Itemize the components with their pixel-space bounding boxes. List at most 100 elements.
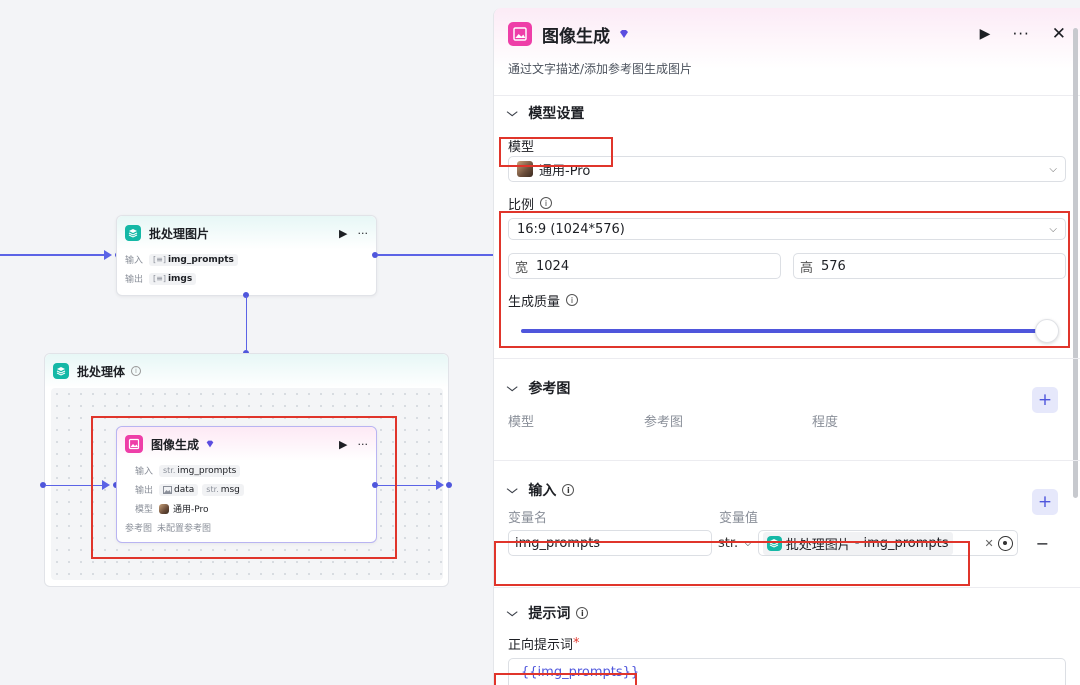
run-icon[interactable]: ▶ (979, 26, 991, 42)
highlight-box (494, 541, 970, 586)
ratio-label-row: 比例 i (508, 192, 1066, 214)
ratio-value: 16:9 (1024*576) (517, 221, 625, 237)
string-type-label: str. (163, 466, 176, 475)
ref-label: 参考图 (125, 524, 153, 534)
chevron-down-icon[interactable]: ⌵ (506, 483, 518, 496)
model-settings-header[interactable]: ⌵ 模型设置 (506, 96, 1066, 130)
input-label: 输入 (135, 467, 154, 477)
quality-label-row: 生成质量 i (508, 289, 1066, 311)
section-title: 提示词 (528, 606, 571, 622)
quality-slider[interactable] (521, 319, 1059, 343)
image-type-icon (163, 485, 172, 494)
model-label: 模型 (135, 505, 154, 515)
highlight-box (494, 673, 637, 685)
input-chip: str. img_prompts (159, 464, 241, 477)
reference-chip: 批处理图片 - img_prompts (762, 531, 953, 555)
target-icon[interactable] (997, 535, 1013, 551)
add-input-button[interactable]: + (1032, 489, 1058, 515)
input-header[interactable]: ⌵ 输入 i (506, 473, 1066, 507)
output-chip-msg: str. msg (202, 483, 244, 496)
input-columns: 变量名 变量值 (508, 507, 1066, 526)
variable-type: str. (718, 535, 739, 551)
chevron-down-icon[interactable]: ⌵ (506, 381, 518, 394)
image-node-output-port[interactable] (372, 482, 378, 488)
ratio-select[interactable]: 16:9 (1024*576) ⌵ (508, 218, 1066, 240)
panel-scrollbar[interactable] (1073, 28, 1078, 498)
image-node-ref-row: 参考图 未配置参考图 (117, 518, 376, 537)
chevron-down-icon: ⌵ (1049, 223, 1057, 235)
play-icon[interactable]: ▶ (339, 437, 348, 451)
height-input[interactable]: 高 576 (793, 253, 1066, 279)
info-icon[interactable]: i (566, 294, 579, 306)
batch-node-header: 批处理图片 ▶ ··· (117, 216, 376, 250)
batch-images-node[interactable]: 批处理图片 ▶ ··· 输入 [≡] img_prompts 输出 [≡] im… (116, 215, 377, 296)
section-title: 输入 (528, 483, 557, 499)
info-icon[interactable]: i (131, 366, 142, 376)
info-icon[interactable]: i (562, 484, 575, 496)
edge-arrow (102, 480, 110, 490)
chevron-down-icon[interactable]: ⌵ (506, 606, 518, 619)
reference-header[interactable]: ⌵ 参考图 (506, 371, 1066, 405)
close-icon[interactable]: ✕ (1051, 24, 1066, 44)
output-chip-data: data (159, 483, 199, 496)
variable-type-select[interactable]: str. ⌵ (718, 536, 752, 551)
edge-out-of-batch-node (378, 254, 495, 256)
array-type-icon: [≡] (153, 255, 166, 264)
add-reference-button[interactable]: + (1032, 387, 1058, 413)
positive-prompt-textarea[interactable]: {{img_prompts}} (508, 658, 1066, 685)
group-title: 批处理体 (77, 364, 126, 379)
batch-node-output-port[interactable] (372, 252, 378, 258)
ref-value: 未配置参考图 (157, 524, 212, 534)
image-icon (125, 435, 143, 453)
positive-prompt-label: 正向提示词 (508, 637, 574, 653)
positive-prompt-label-row: 正向提示词 * (508, 632, 1066, 654)
info-icon[interactable]: i (540, 197, 553, 209)
ratio-label: 比例 (508, 197, 535, 213)
premium-diamond-icon (620, 30, 628, 38)
slider-handle[interactable] (1035, 319, 1059, 343)
group-right-port[interactable] (446, 482, 452, 488)
chevron-down-icon: ⌵ (1049, 163, 1057, 175)
reference-variable: img_prompts (863, 535, 949, 551)
model-select[interactable]: 通用-Pro ⌵ (508, 156, 1066, 182)
edge-arrow (104, 250, 112, 260)
width-input[interactable]: 宽 1024 (508, 253, 781, 279)
image-node-model-row: 模型 通用-Pro (117, 499, 376, 518)
slider-track[interactable] (521, 329, 1047, 333)
input-variable-row: img_prompts str. ⌵ 批处理图片 - img_prompts ✕ (508, 530, 1066, 556)
edge-out-of-image-node (378, 484, 438, 486)
variable-name-input[interactable]: img_prompts (508, 530, 712, 556)
edge-into-batch-node (0, 254, 106, 256)
edge-to-group (245, 296, 247, 350)
info-icon[interactable]: i (576, 607, 589, 619)
col-reference: 参考图 (644, 415, 684, 430)
panel-title: 图像生成 (542, 26, 610, 47)
play-icon[interactable]: ▶ (339, 226, 348, 240)
prompt-variable: {{img_prompts}} (521, 665, 640, 680)
prompt-header[interactable]: ⌵ 提示词 i (506, 596, 1066, 630)
reference-separator: - (854, 535, 860, 551)
group-left-port[interactable] (40, 482, 46, 488)
image-generation-node[interactable]: 图像生成 ▶ ··· 输入 str. img_prompts 输出 data s… (116, 426, 377, 543)
height-value: 576 (821, 258, 846, 274)
batch-node-body-port[interactable] (243, 292, 249, 298)
section-title: 参考图 (528, 381, 571, 397)
workflow-canvas[interactable]: 批处理图片 ▶ ··· 输入 [≡] img_prompts 输出 [≡] im… (0, 0, 495, 685)
edge-into-image-node (46, 484, 104, 486)
batch-node-title: 批处理图片 (149, 226, 210, 241)
more-icon[interactable]: ··· (1012, 25, 1030, 43)
highlight-box (91, 416, 397, 559)
variable-reference-field[interactable]: 批处理图片 - img_prompts ✕ (757, 530, 1018, 556)
image-icon (508, 22, 532, 46)
output-variable-data: data (174, 484, 195, 495)
node-settings-panel: 图像生成 ▶ ··· ✕ 通过文字描述/添加参考图生成图片 ⌵ 模型设置 模型 … (493, 8, 1080, 685)
image-node-input-row: 输入 str. img_prompts (117, 461, 376, 480)
width-prefix: 宽 (515, 260, 529, 276)
input-label: 输入 (125, 256, 144, 266)
more-icon[interactable]: ··· (357, 437, 369, 451)
remove-input-button[interactable]: − (1035, 533, 1050, 553)
clear-icon[interactable]: ✕ (984, 536, 994, 550)
panel-header: 图像生成 ▶ ··· ✕ 通过文字描述/添加参考图生成图片 (494, 8, 1080, 96)
chevron-down-icon[interactable]: ⌵ (506, 106, 518, 119)
more-icon[interactable]: ··· (357, 226, 369, 240)
